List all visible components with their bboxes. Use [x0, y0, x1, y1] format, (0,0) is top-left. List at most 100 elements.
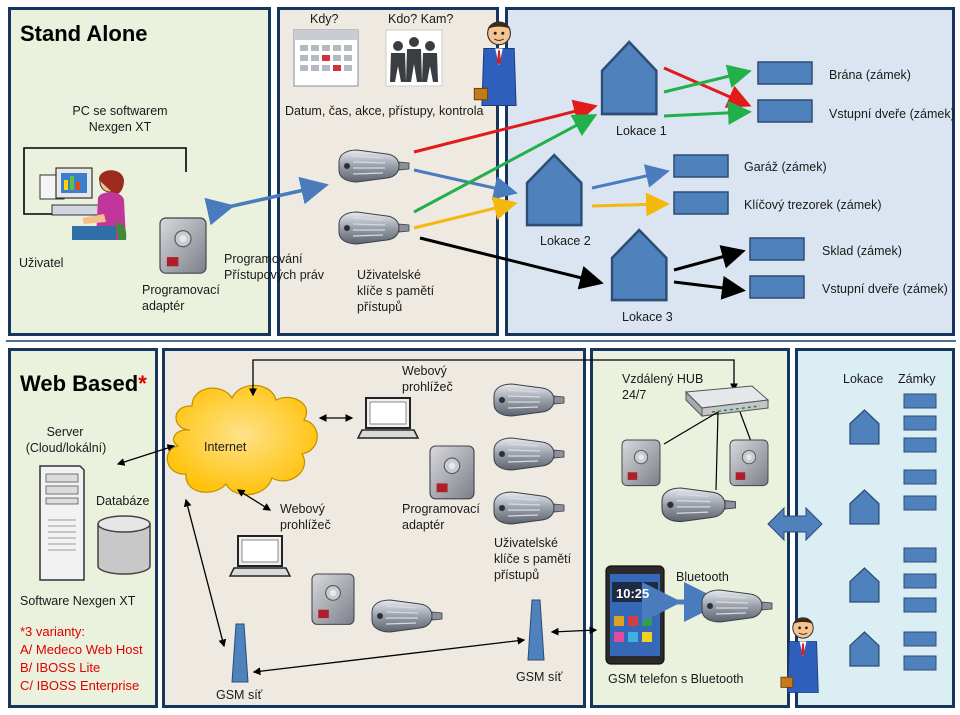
- web-keys-label-line3: přístupů: [494, 568, 540, 582]
- arrow-yellow-to-safe: [591, 192, 670, 217]
- gsm-phone-icon: [605, 565, 665, 665]
- arrow-blue-to-location2: [413, 168, 518, 200]
- lock-garage-icon: [673, 154, 729, 178]
- web-adapter-label-line1: Programovací: [402, 502, 480, 516]
- businessman-icon: [473, 21, 517, 107]
- adapter-label-line2: adaptér: [142, 299, 185, 313]
- internet-hub-link: [249, 359, 738, 397]
- hub-link-mid: [715, 411, 719, 491]
- server-label-line2: (Cloud/lokální): [25, 441, 107, 455]
- keys-label-line3: přístupů: [357, 300, 403, 314]
- keys-label-line2: klíče s pamětí: [357, 284, 435, 298]
- web-location-house-1: [849, 409, 880, 445]
- webbased-title-text: Web Based: [20, 371, 139, 396]
- businessman-web-icon: [780, 617, 819, 694]
- pc-label-line1: PC se softwarem: [72, 104, 168, 118]
- software-label: Software Nexgen XT: [20, 594, 136, 608]
- location2-label: Lokace 2: [540, 234, 591, 248]
- browser-top-line2: prohlížeč: [402, 380, 453, 394]
- hub-link-left: [663, 411, 719, 445]
- internet-gsm-link: [183, 498, 227, 648]
- lock-entry1-label: Vstupní dveře (zámek): [829, 107, 955, 121]
- web-adapter-label-line2: adaptér: [402, 518, 445, 532]
- lock-entry2-icon: [749, 275, 805, 299]
- variants-line1: *3 varianty:: [20, 624, 86, 639]
- hub-device-icon: [684, 385, 770, 418]
- variants-line2: A/ Medeco Web Host: [20, 642, 143, 657]
- user-at-computer-icon: [39, 167, 127, 240]
- phone-label: GSM telefon s Bluetooth: [608, 672, 744, 686]
- hub-key-icon: [661, 487, 737, 523]
- server-label-line1: Server: [46, 425, 84, 439]
- arrow-blue-to-garage: [591, 164, 670, 190]
- lock-gate-label: Brána (zámek): [829, 68, 911, 82]
- web-location-house-2: [849, 489, 880, 525]
- location2-house-icon: [525, 153, 583, 227]
- database-label: Databáze: [96, 494, 150, 508]
- variants-line3: B/ IBOSS Lite: [20, 660, 101, 675]
- location3-house-icon: [610, 228, 668, 302]
- webbased-title-star: *: [138, 371, 147, 396]
- server-internet-link: [116, 444, 176, 466]
- hub-label-line1: Vzdálený HUB: [622, 372, 704, 386]
- events-label: Datum, čas, akce, přístupy, kontrola: [285, 104, 484, 118]
- web-adapter-icon-bottom: [311, 573, 355, 625]
- pc-label-line2: Nexgen XT: [88, 120, 152, 134]
- internet-browser-link-bottom: [236, 489, 272, 511]
- lock-store-label: Sklad (zámek): [822, 244, 902, 258]
- people-icon: [385, 29, 443, 87]
- calendar-icon: [293, 29, 359, 87]
- gsm-left-label: GSM síť: [216, 688, 263, 702]
- standalone-title: Stand Alone: [20, 21, 148, 46]
- lock-garage-label: Garáž (zámek): [744, 160, 827, 174]
- user-label: Uživatel: [19, 256, 64, 270]
- web-location-house-4: [849, 631, 880, 667]
- lock-safe-label: Klíčový trezorek (zámek): [744, 198, 882, 212]
- locations-header: Lokace: [843, 372, 884, 386]
- hub-label-line2: 24/7: [622, 388, 647, 402]
- phone-clock: 10:25: [616, 586, 650, 601]
- gsm-mast-right-icon: [527, 599, 545, 661]
- web-locks-grid: [903, 393, 937, 671]
- lock-entry1-icon: [757, 99, 813, 123]
- bluetooth-label: Bluetooth: [676, 570, 729, 584]
- web-location-house-3: [849, 567, 880, 603]
- arrow-black-to-entry2: [673, 275, 746, 300]
- laptop-icon-bottom: [229, 535, 291, 577]
- web-keys-label-line2: klíče s pamětí: [494, 552, 572, 566]
- lock-gate-icon: [757, 61, 813, 85]
- arrow-green-to-entry: [663, 100, 752, 125]
- database-icon: [97, 515, 151, 575]
- gsm-phone-link: [550, 626, 598, 636]
- hub-adapter-icon-left: [621, 439, 661, 487]
- browser-mid-line2: prohlížeč: [280, 518, 331, 532]
- web-key-icon-1: [493, 383, 565, 417]
- variants-line4: C/ IBOSS Enterprise: [20, 678, 140, 693]
- webbased-title: Web Based*: [20, 371, 147, 397]
- section-divider: [6, 340, 956, 342]
- lock-entry2-label: Vstupní dveře (zámek): [822, 282, 948, 296]
- arrow-red-to-entry: [663, 66, 752, 108]
- hub-link-right: [739, 411, 753, 445]
- arrow-green-to-gate: [663, 64, 752, 94]
- server-icon: [39, 465, 85, 581]
- web-key-icon-3: [493, 491, 565, 525]
- user-key-icon-top: [338, 149, 410, 183]
- when-label: Kdy?: [310, 12, 339, 26]
- programming-label-line2: Přístupových práv: [224, 268, 325, 282]
- arrow-red-to-location1: [413, 99, 598, 154]
- lock-safe-icon: [673, 191, 729, 215]
- location1-house-icon: [600, 40, 658, 116]
- web-key-icon-2: [493, 437, 565, 471]
- standalone-pc-panel: [8, 7, 271, 336]
- gsm-mast-left-icon: [231, 623, 249, 683]
- user-key-icon-bottom: [338, 211, 410, 245]
- lock-store-icon: [749, 237, 805, 261]
- browser-top-line1: Webový: [402, 364, 447, 378]
- hub-adapter-icon-right: [729, 439, 769, 487]
- keys-label-line1: Uživatelské: [357, 268, 421, 282]
- pc-connection-line: [23, 147, 187, 215]
- who-label: Kdo? Kam?: [388, 12, 454, 26]
- programming-label-line1: Programování: [224, 252, 303, 266]
